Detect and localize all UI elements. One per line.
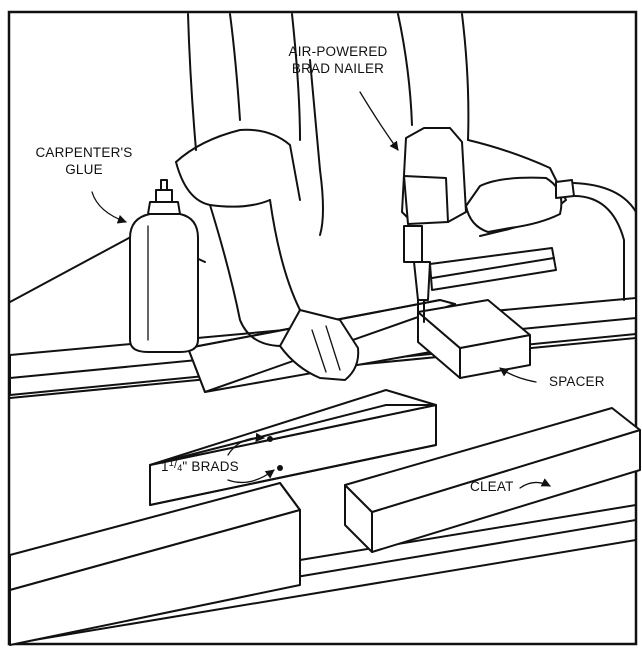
glue-label-line2: GLUE — [65, 162, 103, 177]
brads-label: 11/4" BRADS — [161, 458, 239, 474]
glue-arrow — [91, 191, 127, 224]
brad-nailer — [401, 127, 557, 323]
spacer-block — [417, 299, 531, 379]
left-cleat — [149, 389, 437, 506]
brads-arrow-lower — [227, 469, 275, 484]
glue-label-line1: CARPENTER'S — [35, 145, 132, 160]
glue-bottle — [129, 179, 199, 353]
frame-border — [7, 10, 638, 646]
brads-arrow-upper — [227, 432, 265, 456]
air-nailer-label-line1: AIR-POWERED — [289, 44, 388, 59]
brad-dot-lower — [277, 465, 283, 471]
air-hose — [555, 179, 637, 301]
cleat-board — [344, 407, 641, 553]
cleat-label: CLEAT — [470, 479, 514, 494]
worker-arms — [175, 13, 567, 381]
nailer-arrow — [359, 91, 399, 151]
air-nailer-label-line2: BRAD NAILER — [292, 61, 384, 76]
spacer-arrow — [499, 367, 537, 383]
spacer-label: SPACER — [549, 374, 605, 389]
brad-dot-upper — [267, 436, 273, 442]
front-block — [9, 482, 301, 646]
cleat-arrow — [519, 478, 551, 489]
